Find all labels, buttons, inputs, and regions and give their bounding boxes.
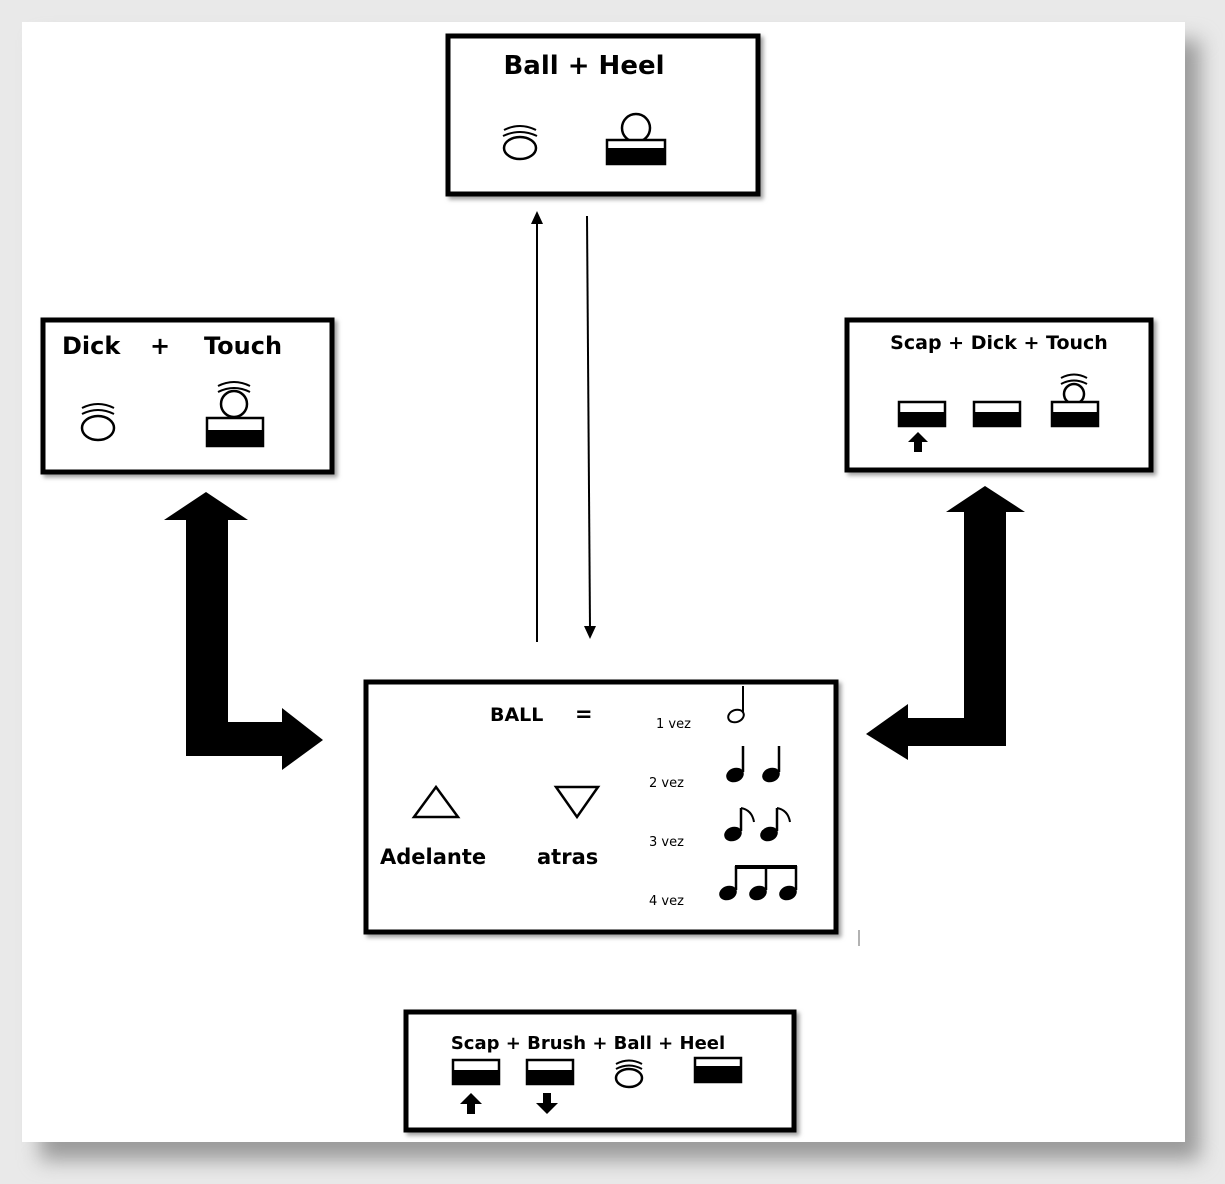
down-arrow-icon-bottom [536,1093,558,1114]
two-quarter-notes-icon [726,746,781,783]
forward-label: Adelante [380,845,486,869]
count-1-label: 1 vez [656,717,691,732]
equals-sign: = [575,702,593,726]
touch-icon [205,381,265,448]
forward-triangle-icon [411,784,461,819]
dick-block-icon [972,400,1022,428]
left-box-title-touch: Touch [204,332,282,360]
up-arrow-icon [908,432,928,452]
left-box-title-plus: + [150,332,170,360]
top-box: Ball + Heel [445,33,761,197]
brush-icon-bottom [525,1058,575,1114]
up-arrow-icon-bottom [460,1093,482,1114]
count-2-label: 2 vez [649,776,684,791]
left-box-frame [40,317,335,475]
heel-icon [605,112,667,166]
thin-arrow-down [584,215,596,639]
ball-icon [502,125,538,161]
dick-icon [80,403,116,442]
top-box-frame [445,33,761,197]
ball-icon-bottom [614,1059,644,1089]
top-box-title: Ball + Heel [503,51,664,81]
bottom-box-title: Scap + Brush + Ball + Heel [451,1033,725,1054]
ball-label: BALL [490,704,543,726]
scap-icon-bottom [451,1058,501,1114]
back-label: atras [537,845,598,869]
thick-arrow-left-double [164,492,323,770]
left-box-title-dick: Dick [62,332,121,360]
half-note-icon [727,686,745,724]
two-eighth-notes-icon [724,807,791,842]
touch-block-icon [1050,373,1100,428]
thick-arrow-right-double [866,486,1025,760]
count-4-label: 4 vez [649,894,684,909]
right-box: Scap + Dick + Touch [844,317,1154,473]
bottom-box: Scap + Brush + Ball + Heel [403,1009,797,1133]
scap-icon [897,400,947,452]
three-beamed-notes-icon [719,865,798,901]
thin-arrow-up [531,211,543,642]
right-box-frame [844,317,1154,473]
left-box: Dick + Touch [40,317,335,475]
count-3-label: 3 vez [649,835,684,850]
center-box: BALL = Adelante atras 1 vez 2 vez 3 vez … [363,679,839,935]
right-box-title: Scap + Dick + Touch [890,332,1108,354]
heel-icon-bottom [693,1056,743,1084]
back-triangle-icon [553,785,601,820]
